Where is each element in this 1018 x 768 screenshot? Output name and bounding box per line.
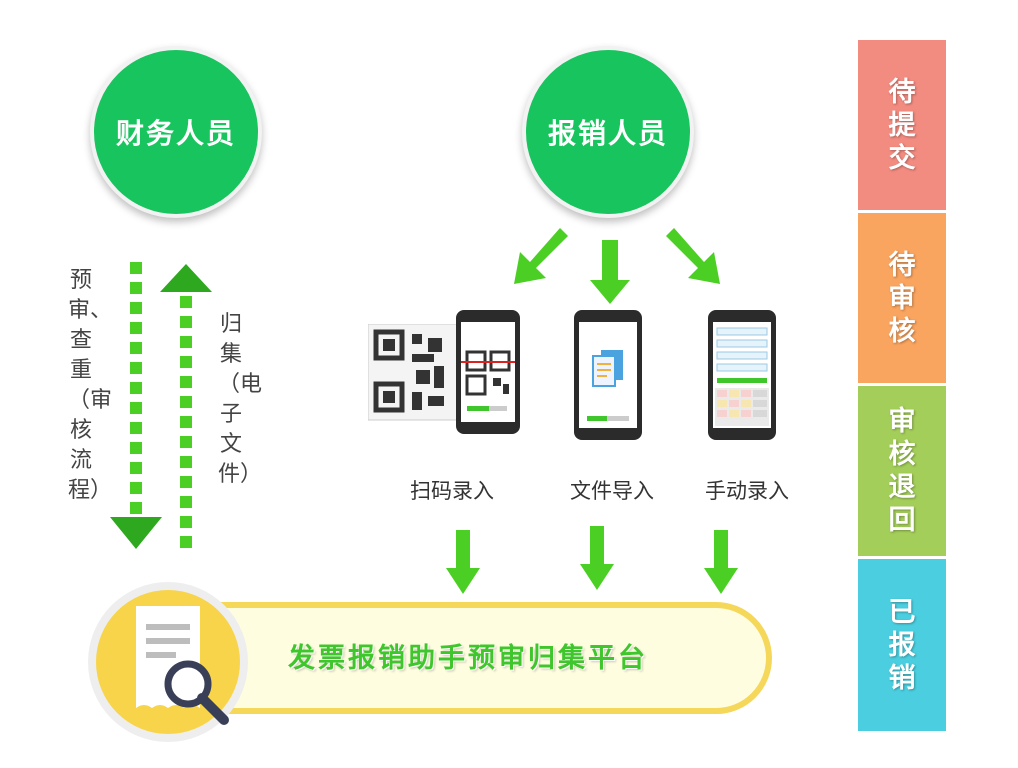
review-flow-label: 预审、查重（审核流程） (68, 268, 113, 503)
arrow-scan-to-platform (446, 530, 480, 594)
arrow-file-to-platform (580, 526, 614, 590)
status-review-returned: 审核退回 (858, 386, 946, 556)
phone-file (574, 310, 642, 440)
phone-scan (456, 310, 520, 434)
phone-manual (708, 310, 776, 440)
invoice-search-icon (88, 582, 248, 742)
reimburser-label: 报销人员 (547, 117, 668, 150)
reimburser-circle: 报销人员 (522, 46, 694, 218)
status-pending-review: 待审核 (858, 213, 946, 383)
status-pending-submit-label: 待提交 (888, 76, 916, 174)
method-scan-label: 扫码录入 (410, 479, 494, 503)
arrow-to-manual (666, 228, 720, 284)
arrow-to-scan (514, 228, 568, 284)
finance-staff-label: 财务人员 (115, 117, 236, 150)
status-review-returned-label: 审核退回 (888, 406, 916, 536)
finance-staff-circle: 财务人员 (90, 46, 262, 218)
method-manual-label: 手动录入 (705, 479, 789, 503)
platform-title: 发票报销助手预审归集平台 (288, 643, 648, 674)
status-pending-submit: 待提交 (858, 40, 946, 210)
platform-bar (150, 602, 772, 714)
dashed-down-arrow (110, 262, 162, 549)
form-keypad-icon (715, 327, 769, 426)
phone-file-screen (579, 322, 637, 428)
qr-code-icon (368, 324, 469, 421)
status-reimbursed-label: 已报销 (888, 596, 916, 694)
arrow-manual-to-platform (704, 530, 738, 594)
arrow-to-file (590, 240, 630, 304)
dashed-up-arrow (160, 264, 212, 550)
collect-flow-label: 归集（电子文件） (218, 312, 263, 487)
document-icon (587, 350, 629, 421)
phone-scan-screen (461, 322, 515, 422)
status-pending-review-label: 待审核 (888, 249, 916, 347)
method-file-label: 文件导入 (570, 479, 654, 503)
status-reimbursed: 已报销 (858, 559, 946, 731)
scan-qr-icon (461, 350, 515, 411)
phone-manual-screen (713, 322, 771, 428)
